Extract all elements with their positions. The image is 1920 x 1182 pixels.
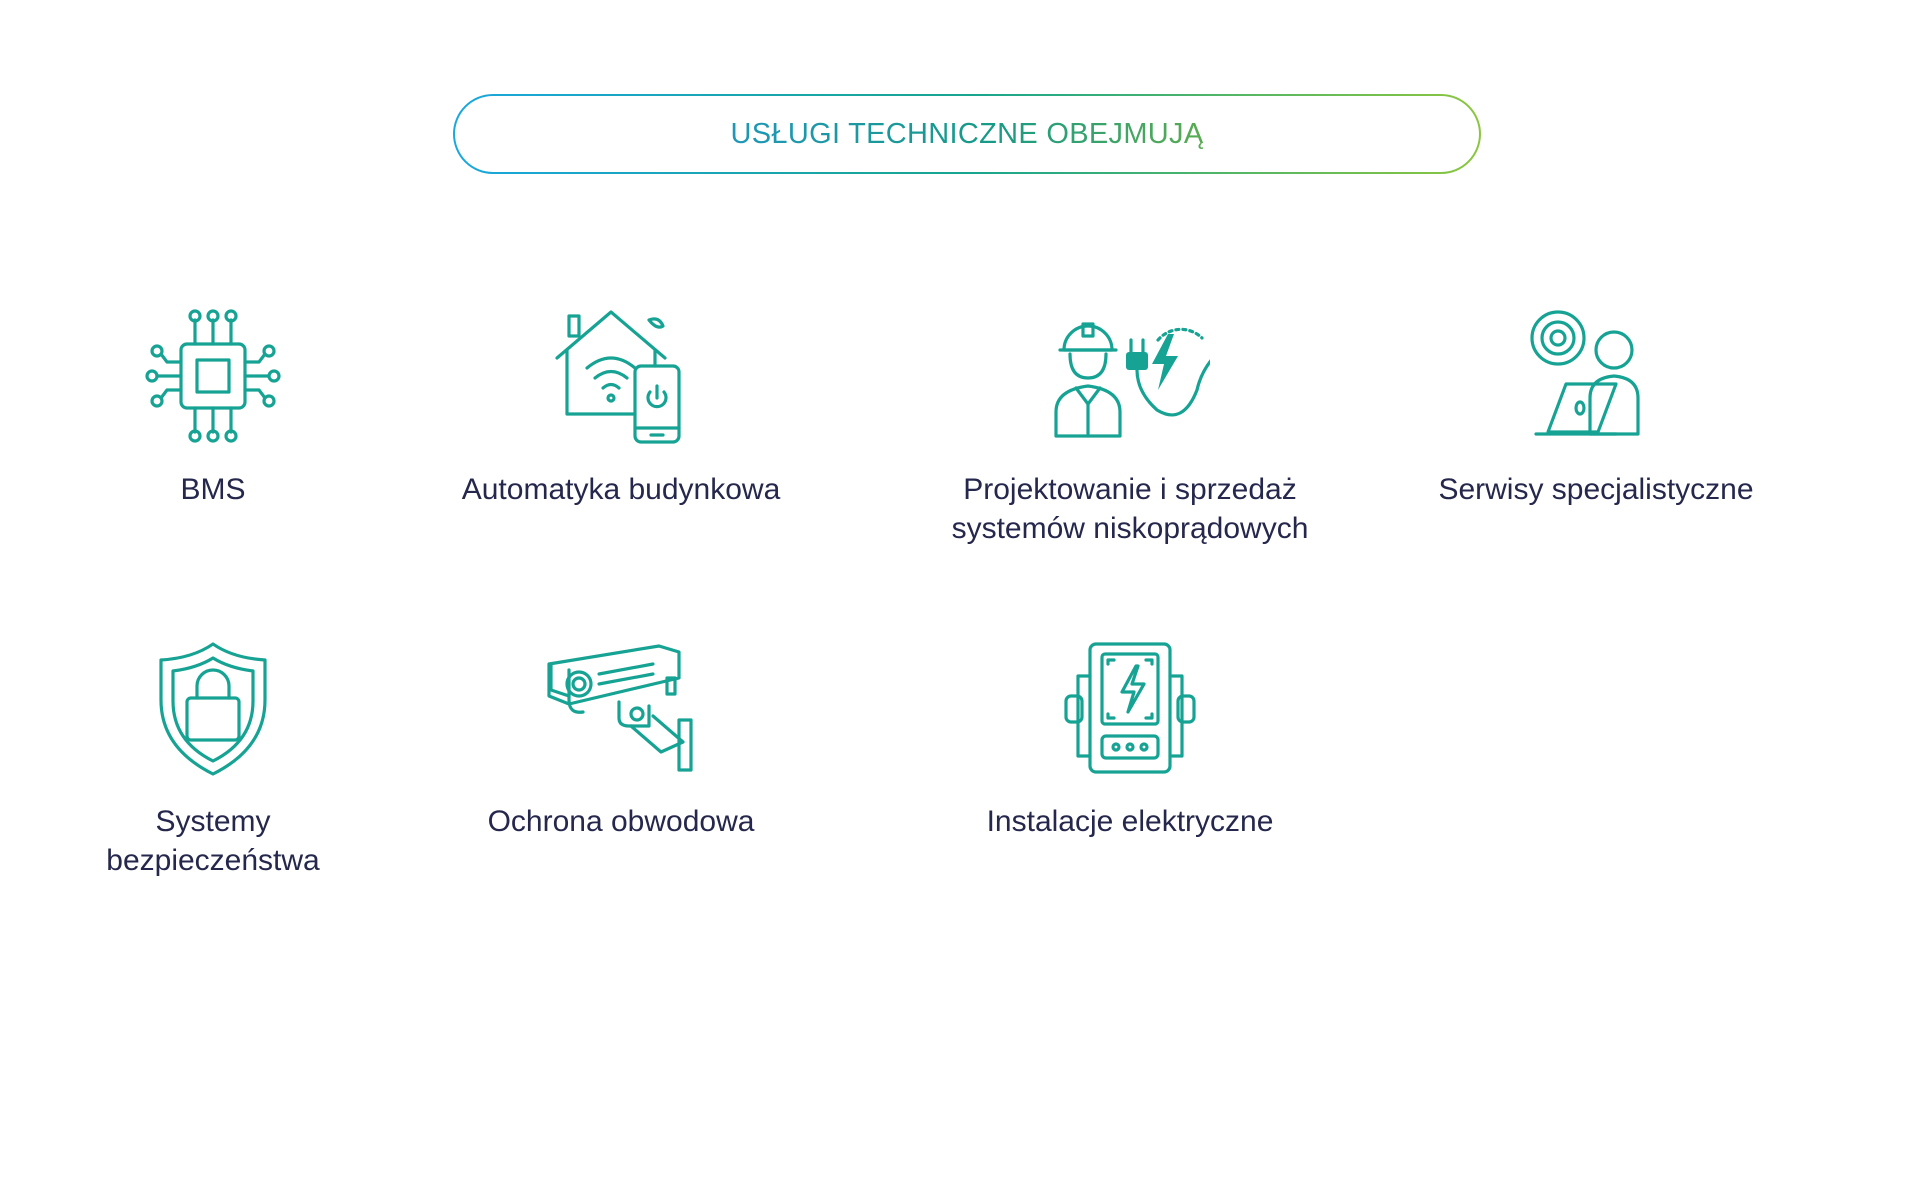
- service-label: Automatyka budynkowa: [461, 473, 781, 506]
- service-label: BMS: [180, 473, 246, 506]
- service-item-automatyka: Automatyka budynkowa: [441, 306, 801, 509]
- cctv-camera-icon: [547, 644, 693, 772]
- service-label: Systemy bezpieczeństwa: [106, 805, 320, 877]
- service-item-bms: BMS: [113, 306, 313, 509]
- shield-padlock-icon: [159, 642, 267, 776]
- service-label: Instalacje elektryczne: [986, 805, 1274, 838]
- header-pill: USŁUGI TECHNICZNE OBEJMUJĄ: [453, 94, 1481, 174]
- service-item-systemy: Systemy bezpieczeństwa: [93, 638, 333, 880]
- service-item-instalacje: Instalacje elektryczne: [960, 638, 1300, 841]
- engineer-power-plug-icon: [1054, 322, 1210, 438]
- gear-person-laptop-icon: [1530, 310, 1640, 436]
- service-label: Projektowanie i sprzedaż systemów niskop…: [951, 473, 1309, 545]
- electric-panel-icon: [1064, 642, 1196, 774]
- section-title: USŁUGI TECHNICZNE OBEJMUJĄ: [730, 117, 1204, 150]
- service-label: Serwisy specjalistyczne: [1438, 473, 1754, 506]
- service-item-ochrona: Ochrona obwodowa: [461, 638, 781, 841]
- smart-home-icon: [555, 310, 681, 444]
- circuit-chip-icon: [145, 309, 281, 443]
- service-label: Ochrona obwodowa: [487, 805, 755, 838]
- service-item-projektowanie: Projektowanie i sprzedaż systemów niskop…: [930, 306, 1330, 548]
- service-item-serwisy: Serwisy specjalistyczne: [1426, 306, 1766, 509]
